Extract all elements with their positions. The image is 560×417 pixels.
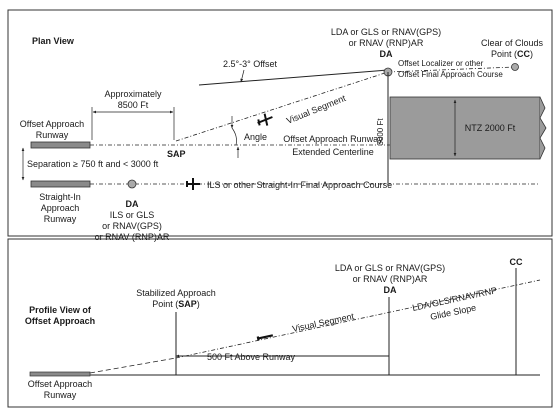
- profile-glide-slope: [175, 279, 541, 359]
- profile-glide-approach: [89, 357, 177, 374]
- offset-reference-line: [198, 69, 389, 86]
- profile-runway: [29, 371, 91, 377]
- offset-runway-label-line2: Runway: [36, 130, 69, 140]
- ntz-label: NTZ 2000 Ft: [465, 123, 516, 133]
- cc-point-line1: Clear of Clouds: [481, 38, 544, 48]
- straight-runway-line2: Approach: [41, 203, 80, 213]
- approx-distance-line1: Approximately: [104, 89, 162, 99]
- profile-title-line1: Profile View of: [29, 305, 92, 315]
- profile-runway-line2: Runway: [44, 390, 77, 400]
- ntz-zone: [389, 96, 541, 160]
- cc-marker: [511, 63, 519, 71]
- da-low-line2: or RNAV(GPS): [102, 221, 162, 231]
- offset-localizer-line2: Offset Final Approach Course: [398, 70, 503, 79]
- cc-point-line2: Point (CC): [491, 49, 533, 59]
- profile-da-line2: or RNAV (RNP)AR: [353, 274, 428, 284]
- da-low-marker: [127, 179, 137, 189]
- aircraft-straight-in-icon: [186, 178, 200, 190]
- straight-in-runway: [30, 180, 91, 188]
- ext-centerline-line2: Extended Centerline: [292, 147, 374, 157]
- ntz-width-dim-label: 3000 Ft: [376, 118, 385, 146]
- plan-da-label-line1: LDA or GLS or RNAV(GPS): [331, 27, 441, 37]
- profile-sap-line2: Point (SAP): [152, 299, 200, 309]
- profile-view-border: [7, 238, 553, 408]
- ils-course-label: ILS or other Straight-In Final Approach …: [207, 180, 392, 190]
- profile-da-label: DA: [384, 285, 397, 295]
- ntz-torn-edge: [539, 96, 547, 160]
- plan-da-label: DA: [380, 49, 393, 59]
- da-low-label: DA: [126, 199, 139, 209]
- profile-title-line2: Offset Approach: [25, 316, 95, 326]
- aircraft-visual-segment-icon: [257, 113, 273, 126]
- angle-label: Angle: [244, 132, 267, 142]
- profile-visual-segment-label: Visual Segment: [291, 311, 355, 334]
- profile-500ft-label: 500 Ft Above Runway: [207, 352, 296, 362]
- offset-angle-leader: [240, 69, 245, 83]
- plan-da-label-line2: or RNAV (RNP)AR: [349, 38, 424, 48]
- visual-segment-path: [175, 71, 389, 142]
- da-low-line1: ILS or GLS: [110, 210, 155, 220]
- profile-runway-line1: Offset Approach: [28, 379, 92, 389]
- plan-view-title: Plan View: [32, 36, 75, 46]
- ext-centerline-line1: Offset Approach Runway: [283, 134, 383, 144]
- da-low-line3: or RNAV (RNP)AR: [95, 232, 170, 242]
- profile-sap-line1: Stabilized Approach: [136, 288, 216, 298]
- offset-angle-label: 2.5°-3° Offset: [223, 59, 278, 69]
- approx-distance-line2: 8500 Ft: [118, 100, 149, 110]
- aircraft-profile-icon: [256, 334, 274, 341]
- separation-label: Separation ≥ 750 ft and < 3000 ft: [27, 159, 159, 169]
- profile-cc-label: CC: [510, 257, 523, 267]
- straight-runway-line3: Runway: [44, 214, 77, 224]
- profile-da-line1: LDA or GLS or RNAV(GPS): [335, 263, 445, 273]
- offset-runway: [30, 141, 91, 149]
- plan-view-border: [7, 9, 553, 237]
- offset-localizer-line1: Offset Localizer or other: [398, 59, 484, 68]
- angle-arc: [231, 127, 237, 146]
- offset-final-course: [387, 66, 516, 73]
- straight-runway-line1: Straight-In: [39, 192, 81, 202]
- sap-plan-label: SAP: [167, 149, 186, 159]
- offset-runway-label-line1: Offset Approach: [20, 119, 84, 129]
- plan-visual-segment-label: Visual Segment: [285, 93, 348, 126]
